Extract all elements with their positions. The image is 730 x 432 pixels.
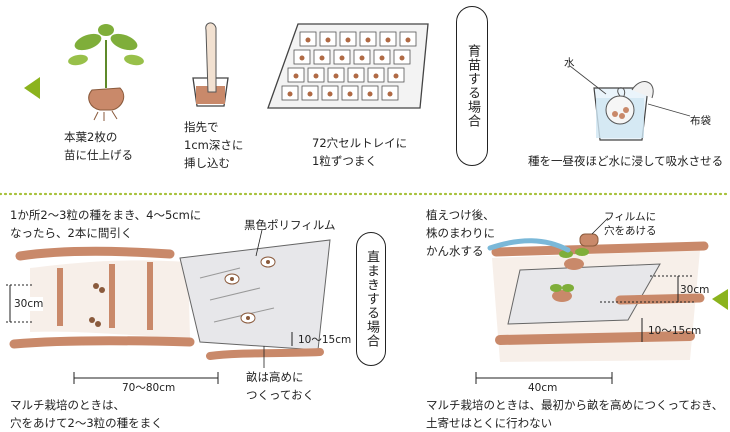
caption-line: 本葉2枚の [64,130,118,144]
note-line: 畝は高めに [246,370,304,384]
tray-seed [305,37,311,43]
cloth-bag-label: 布袋 [690,115,711,127]
tray-seed [333,73,339,79]
caption-line: 1粒ずつまく [312,154,377,168]
tray-seed [325,37,331,43]
tray-seed [319,55,325,61]
direct-seeding-section-label-text: 直まきする場合 [364,250,379,348]
note-line: フィルムに [604,211,657,223]
caption-line: 72穴セルトレイに [312,136,408,150]
caption-line: 指先で [184,120,219,134]
tray-seed [307,91,313,97]
tray-seed [339,55,345,61]
flow-arrow-left [24,77,40,99]
tray-seed [347,91,353,97]
tray-seed [373,73,379,79]
direct-seeding-field-illustration [6,229,331,384]
mulch-seeding-note: マルチ栽培のときは、 穴をあけて2～3粒の種をまく [10,396,163,432]
high-ridge-note: 畝は高めに つくっておく [246,368,314,404]
watering-note: 植えつけ後、 株のまわりに かん水する [426,206,495,260]
tray-seed [367,91,373,97]
tray-seed [365,37,371,43]
note-line: 穴をあけて2～3粒の種をまく [10,416,163,430]
tray-seed [399,55,405,61]
step-finger-caption: 指先で 1cm深さに 挿し込む [184,118,243,172]
film-hole-note: フィルムに 穴をあける [604,210,657,238]
direct-seeding-section-label: 直まきする場合 [356,232,386,366]
instruction-line: なったら、2本に間引く [10,226,133,240]
seedling-illustration [68,24,144,121]
row-width-dim: 70～80cm [122,382,176,394]
nursery-section-label-text: 育苗する場合 [465,44,480,128]
step-tray-caption: 72穴セルトレイに 1粒ずつまく [312,134,407,170]
caption-line: 1cm深さに [184,138,244,152]
transplant-seedling [550,248,589,302]
note-line: 穴をあける [604,225,657,237]
tray-seed [359,55,365,61]
soak-caption: 種を一昼夜ほど水に浸して吸水させる [528,154,724,168]
caption-line: 挿し込む [184,156,230,170]
ridge-height-dim-right: 30cm [680,284,710,296]
note-line: マルチ栽培のときは、最初から畝を高めにつくっておき、 [426,398,724,412]
note-line: かん水する [426,244,484,258]
soaking-cup-illustration [569,65,691,141]
tray-seed [313,73,319,79]
tray-seed [353,73,359,79]
note-line: 土寄せはとくに行わない [426,416,553,430]
note-line: つくっておく [246,388,315,402]
note-line: マルチ栽培のときは、 [10,398,125,412]
ridge-depth-dim-right: 10～15cm [648,325,702,337]
tray-seed [385,37,391,43]
step-seedling-caption: 本葉2枚の 苗に仕上げる [64,128,133,164]
tray-seed [327,91,333,97]
tray-seed [405,37,411,43]
tray-seed [379,55,385,61]
tray-seed [393,73,399,79]
ridge-height-dim: 30cm [14,297,44,311]
finger-planting-illustration [192,22,229,107]
direct-seeding-instruction: 1か所2～3粒の種をまき、4～5cmに なったら、2本に間引く [10,206,201,242]
cell-tray-illustration [267,23,429,109]
caption-line: 苗に仕上げる [64,148,133,162]
tray-seed [345,37,351,43]
note-line: 株のまわりに [426,226,495,240]
transplant-field-illustration [475,217,709,384]
black-film-label: 黒色ポリフィルム [244,218,336,232]
flow-arrow-right [712,289,728,310]
tray-seed [287,91,293,97]
row-width-dim-right: 40cm [528,382,558,394]
instruction-line: 1か所2～3粒の種をまき、4～5cmに [10,208,202,222]
tray-seed [387,91,393,97]
water-label: 水 [564,57,575,69]
mulch-transplant-note: マルチ栽培のときは、最初から畝を高めにつくっておき、 土寄せはとくに行わない [426,396,723,432]
tray-seed [299,55,305,61]
tray-seed [293,73,299,79]
note-line: 植えつけ後、 [426,208,495,222]
ridge-depth-dim: 10～15cm [298,334,352,346]
nursery-section-label: 育苗する場合 [456,6,488,166]
